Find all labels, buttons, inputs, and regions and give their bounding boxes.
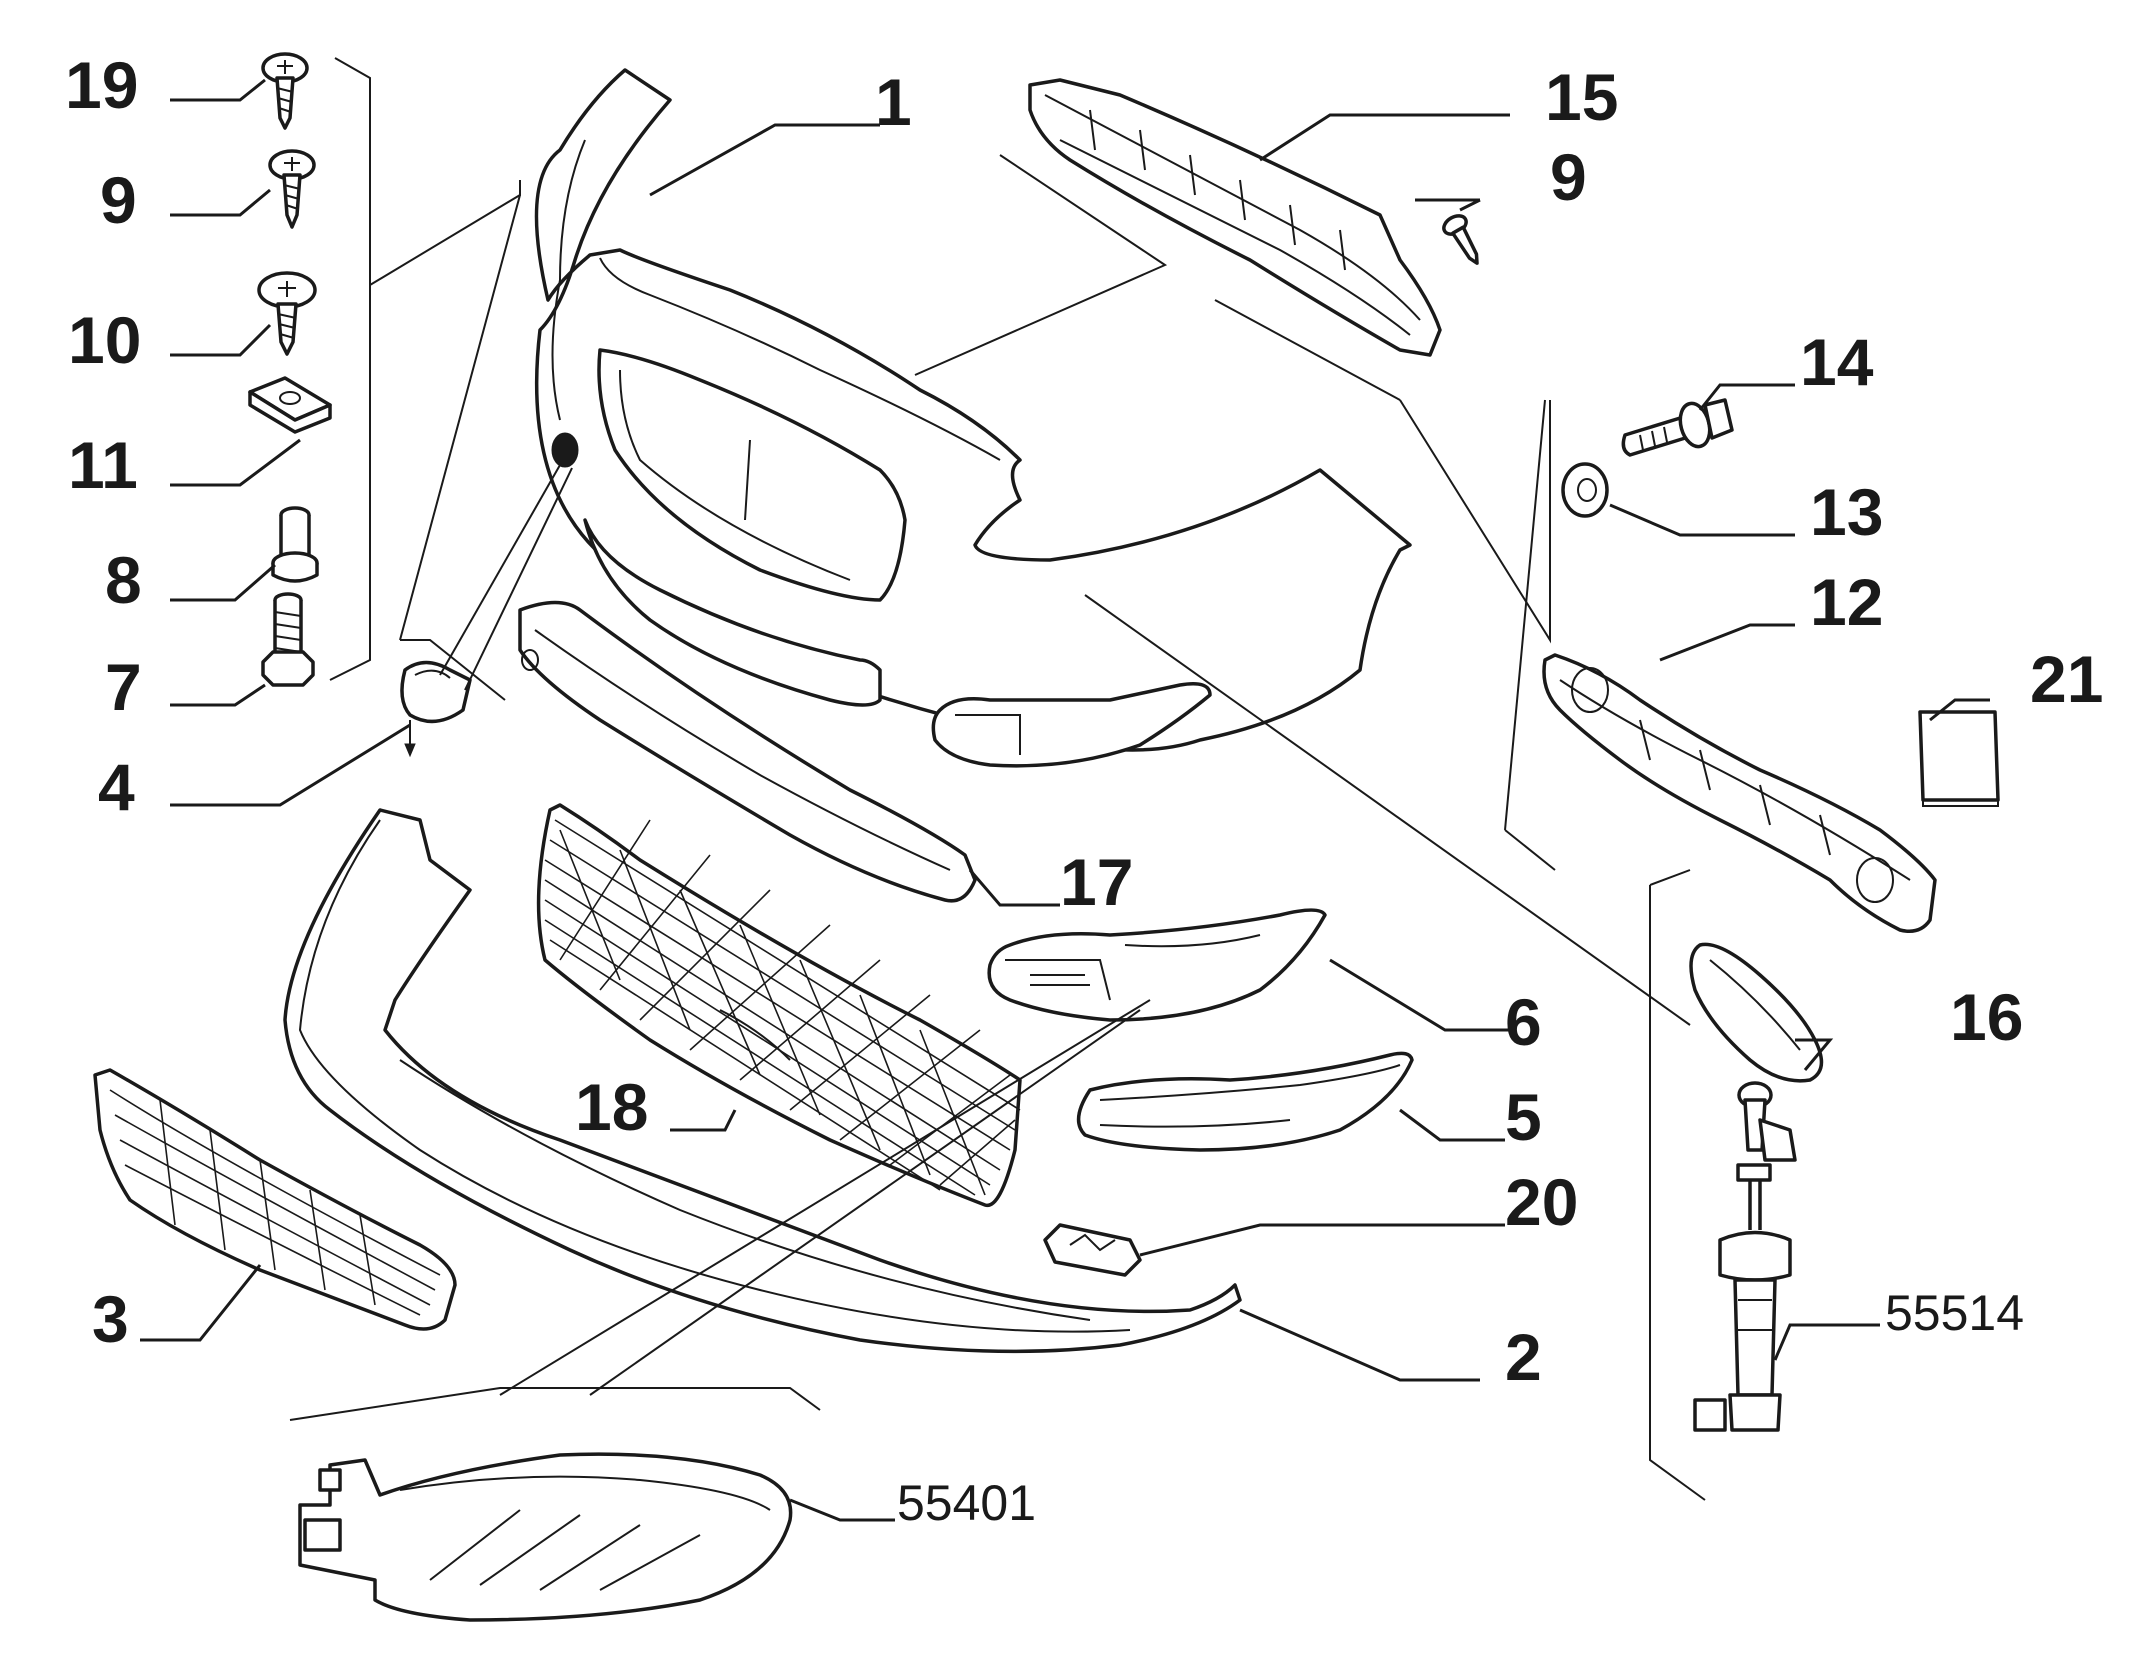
fog-bezel-6 [987,908,1327,1022]
bumper-cover-1 [439,68,1412,768]
spacer-8-icon [271,506,319,583]
bracket-20-icon [1043,1223,1142,1277]
screw-9b-icon [1442,214,1479,265]
callout-21: 21 [2030,642,2103,716]
callout-9b: 9 [1550,140,1587,214]
callout-11: 11 [68,428,138,502]
bolt-14-icon [1621,398,1734,457]
reference-55514: 55514 [1885,1285,2024,1341]
callout-18: 18 [575,1070,648,1144]
side-bracket-12 [1542,653,1937,933]
callout-20: 20 [1505,1165,1578,1239]
headlamp-washer-actuator [1693,1081,1797,1432]
callout-5: 5 [1505,1080,1542,1154]
callout-12: 12 [1810,565,1883,639]
fog-trim-5 [1076,1051,1414,1152]
bolt-7-icon [261,592,315,687]
callout-9: 9 [100,163,137,237]
group-brackets [289,57,1706,1501]
callout-16: 16 [1950,980,2023,1054]
callout-labels: 19 9 10 11 8 7 4 1 15 9 14 13 12 21 17 6… [65,48,2103,1394]
screw-10-icon [257,271,317,356]
callout-19: 19 [65,48,138,122]
lower-spoiler-2 [283,808,1242,1354]
callout-6: 6 [1505,985,1542,1059]
washer-13-icon [1561,462,1609,518]
impact-beam-15 [1028,78,1442,357]
mesh-pattern [544,819,1021,1196]
clip-nut-11-icon [248,376,332,434]
washer-cap-16 [1689,942,1824,1083]
fog-lamp-assembly [298,1452,793,1622]
callout-13: 13 [1810,475,1883,549]
callout-10: 10 [68,303,141,377]
callout-2: 2 [1505,1320,1542,1394]
callout-3: 3 [92,1282,129,1356]
lower-grille-3 [93,1068,457,1331]
mesh-grille-18 [536,803,1022,1208]
pad-21-icon [1918,710,2000,807]
reference-labels: 55514 55401 [897,1285,2024,1531]
leader-lines [140,78,1990,1522]
tow-hook-cap-4-icon [400,660,472,758]
callout-14: 14 [1800,325,1874,399]
screw-19-icon [261,52,309,130]
callout-1: 1 [875,65,912,139]
callout-8: 8 [105,543,142,617]
callout-17: 17 [1060,845,1133,919]
screw-9-icon [268,149,316,229]
energy-absorber-17 [518,600,977,903]
callout-4: 4 [98,750,135,824]
reference-55401: 55401 [897,1475,1036,1531]
callout-7: 7 [105,650,142,724]
callout-15: 15 [1545,60,1618,134]
